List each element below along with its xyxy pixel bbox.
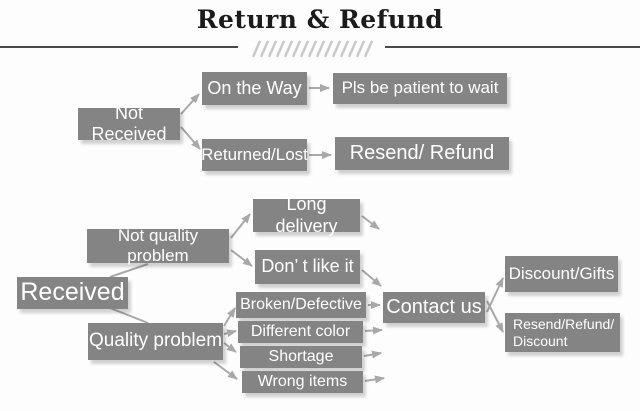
node-on-the-way: On the Way — [202, 72, 307, 105]
edge-not-received-to-on-the-way — [180, 93, 200, 115]
title-hatch-stroke — [331, 40, 342, 58]
node-not-received: Not Received — [78, 103, 180, 144]
node-received: Received — [17, 277, 128, 309]
edge-long-delivery-to-contact-us — [361, 215, 380, 230]
node-wrong-items: Wrong items — [242, 371, 363, 393]
title-hatch-stroke — [275, 40, 286, 58]
title-hatch-stroke — [323, 40, 334, 58]
title-hatch-stroke — [347, 40, 358, 58]
edge-dont-like-it-to-contact-us — [361, 269, 382, 287]
edge-different-color-to-contact-us — [364, 326, 383, 335]
edge-quality-problem-to-wrong-items — [213, 361, 238, 380]
edge-not-received-to-returned-lost — [180, 126, 201, 150]
edge-received-to-quality-problem — [109, 307, 149, 324]
title-hatch-stroke — [291, 40, 302, 58]
edge-quality-problem-to-shortage — [223, 342, 237, 353]
node-long-delivery: Long delivery — [253, 194, 360, 236]
edge-quality-problem-to-different-color — [223, 329, 237, 338]
node-resend-refund: Resend/ Refund — [335, 137, 509, 170]
title-hatch-stroke — [251, 40, 262, 58]
title-hatch-stroke — [315, 40, 326, 58]
edge-contact-us-to-resend-refund-discount — [486, 300, 504, 333]
page-title: Return & Refund — [196, 5, 444, 34]
title-hatch-stroke — [283, 40, 294, 58]
title-hatch-stroke — [267, 40, 278, 58]
edge-shortage-to-contact-us — [363, 350, 382, 359]
node-pls-be-patient-to-wait: Pls be patient to wait — [333, 73, 507, 104]
node-different-color: Different color — [238, 321, 363, 343]
title-hatch-stroke — [363, 40, 374, 58]
node-returned-lost: Returned/Lost — [201, 139, 308, 171]
node-shortage: Shortage — [240, 346, 362, 368]
title-hatch-stroke — [259, 40, 270, 58]
edge-received-to-not-quality-problem — [109, 263, 149, 278]
edge-not-quality-problem-to-dont-like-it — [230, 249, 253, 267]
node-dont-like-it: Don’ t like it — [255, 250, 360, 284]
title-hatch-stroke — [355, 40, 366, 58]
title-hatch-stroke — [307, 40, 318, 58]
edge-not-quality-problem-to-long-delivery — [230, 213, 251, 239]
edge-wrong-items-to-contact-us — [364, 375, 385, 384]
title-hatch-stroke — [299, 40, 310, 58]
node-discount-gifts: Discount/Gifts — [505, 256, 618, 292]
title-hatch-stroke — [339, 40, 350, 58]
edge-quality-problem-to-broken-defective — [223, 307, 236, 327]
node-not-quality-problem: Not quality problem — [87, 226, 229, 265]
node-contact-us: Contact us — [383, 292, 485, 323]
node-quality-problem: Quality problem — [88, 323, 223, 360]
node-resend-refund-discount: Resend/Refund/ Discount — [505, 313, 620, 352]
node-broken-defective: Broken/Defective — [236, 292, 366, 318]
